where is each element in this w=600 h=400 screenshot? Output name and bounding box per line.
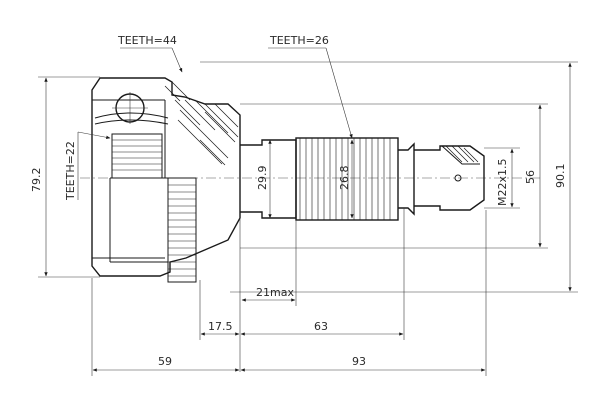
dim-90-1-label: 90.1 [554,164,567,189]
dim-90-1: 90.1 [200,61,578,293]
teeth-26-label: TEETH=26 [269,34,329,47]
dim-79-2-label: 79.2 [30,168,43,193]
dim-26-8: 26.8 [338,139,354,219]
teeth-44-label: TEETH=44 [117,34,177,47]
dim-56-label: 56 [524,170,537,184]
outer-bell-housing [91,77,241,283]
dim-79-2: 79.2 [30,76,100,278]
teeth-22-callout: TEETH=22 [64,131,111,201]
dim-thread: M22x1.5 [484,147,520,209]
dim-93-label: 93 [352,355,366,368]
dim-29-9-label: 29.9 [256,166,269,191]
dim-21max-label: 21max [256,286,294,299]
teeth-44-callout: TEETH=44 [117,34,183,73]
dim-26-8-label: 26.8 [338,166,351,191]
abs-ring [167,177,197,283]
dim-56: 56 [240,103,548,249]
dim-thread-label: M22x1.5 [496,159,509,207]
dim-63-label: 63 [314,320,328,333]
dim-59-label: 59 [158,355,172,368]
stem-shaft [240,137,485,221]
dim-17-5-label: 17.5 [208,320,233,333]
dim-21max: 21max [241,220,297,306]
dim-29-9: 29.9 [256,139,272,219]
teeth-22-label: TEETH=22 [64,141,77,201]
dim-17-5-63: 17.5 63 [199,208,405,372]
dim-59-93: 59 93 [91,210,487,376]
teeth-26-callout: TEETH=26 [268,34,353,139]
